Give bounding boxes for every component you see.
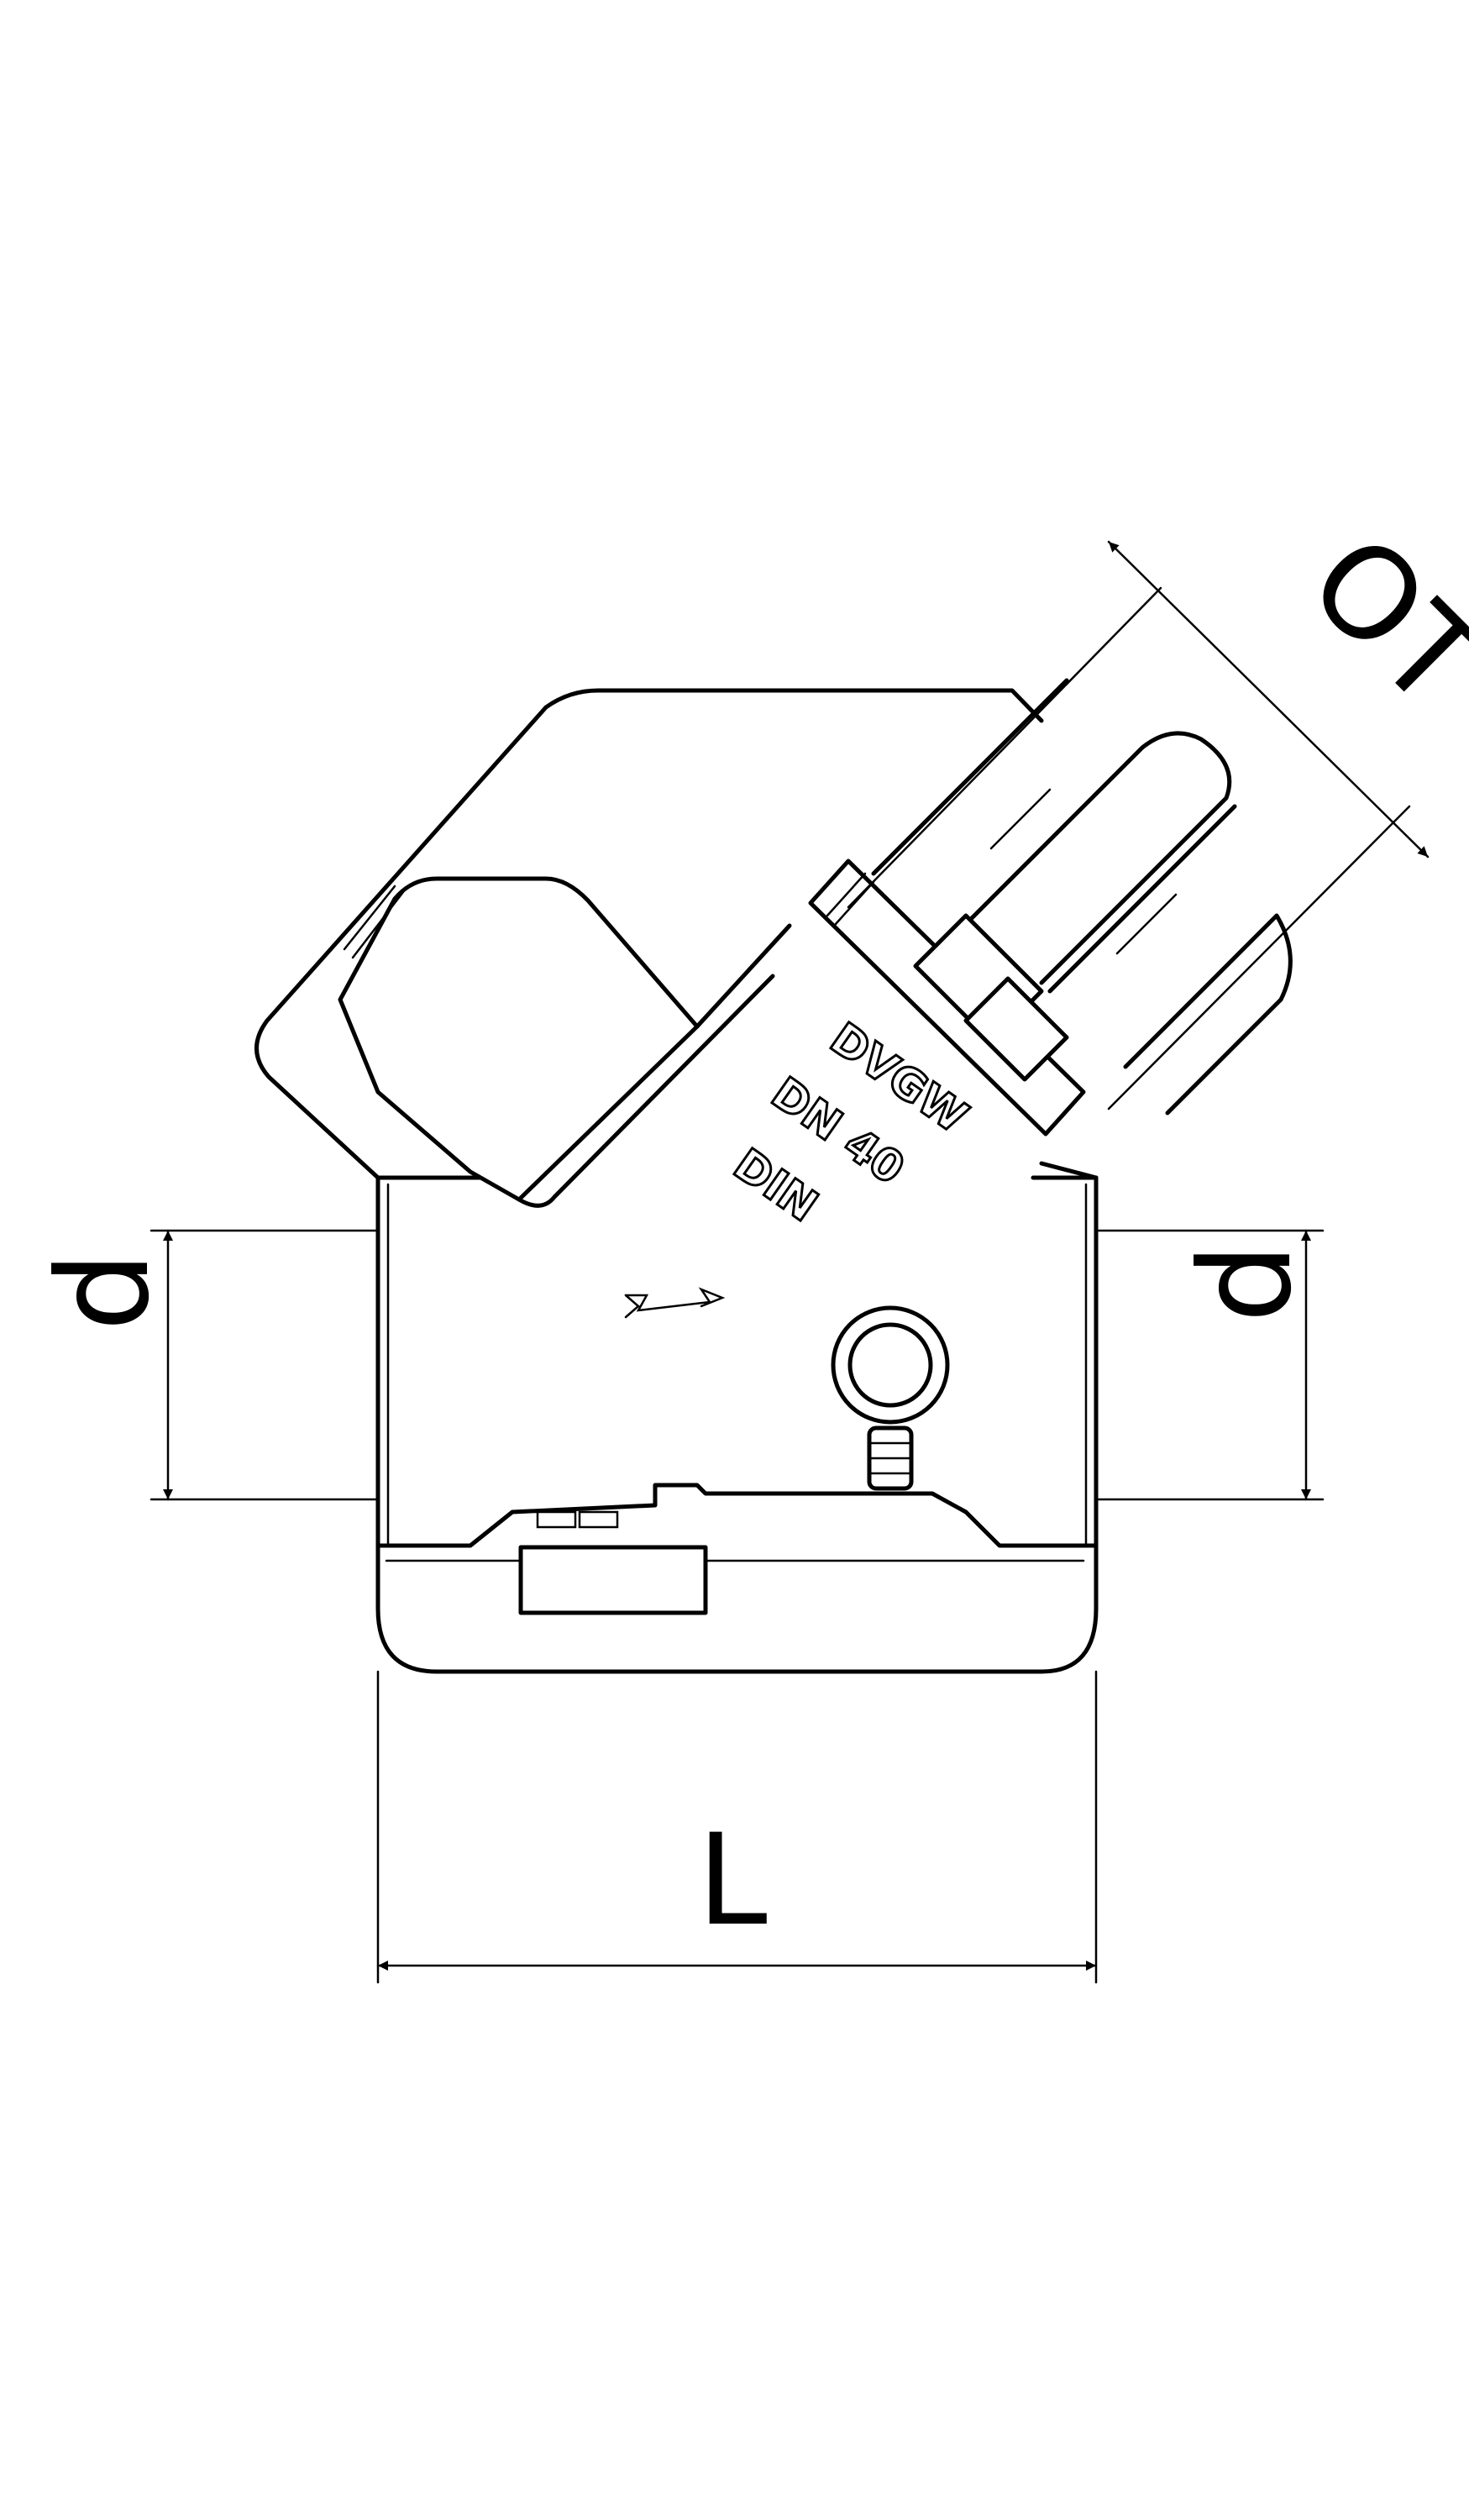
- main-body: [375, 1175, 1099, 1674]
- dimension-label-d-right: d: [1173, 1243, 1319, 1323]
- branch-window: [338, 876, 700, 1202]
- marking-din: DIN: [725, 1139, 826, 1231]
- dimension-l: L: [376, 1670, 1098, 1984]
- flow-arrow-icon: [624, 1287, 726, 1312]
- dimension-d-right: d: [1094, 1229, 1325, 1501]
- dimension-label-d-left: d: [31, 1252, 177, 1331]
- dimension-label-ot: OT: [1281, 508, 1469, 737]
- clamp-block: [518, 1545, 708, 1615]
- body-markings: DVGW DN 40 DIN: [624, 1012, 978, 1319]
- dimension-label-l: L: [697, 1808, 768, 1954]
- outlet-spigot: [808, 678, 1293, 1180]
- branch-body: [254, 688, 1044, 1208]
- dimension-d-left: d: [31, 1229, 380, 1501]
- terminal-ring: [831, 1305, 950, 1491]
